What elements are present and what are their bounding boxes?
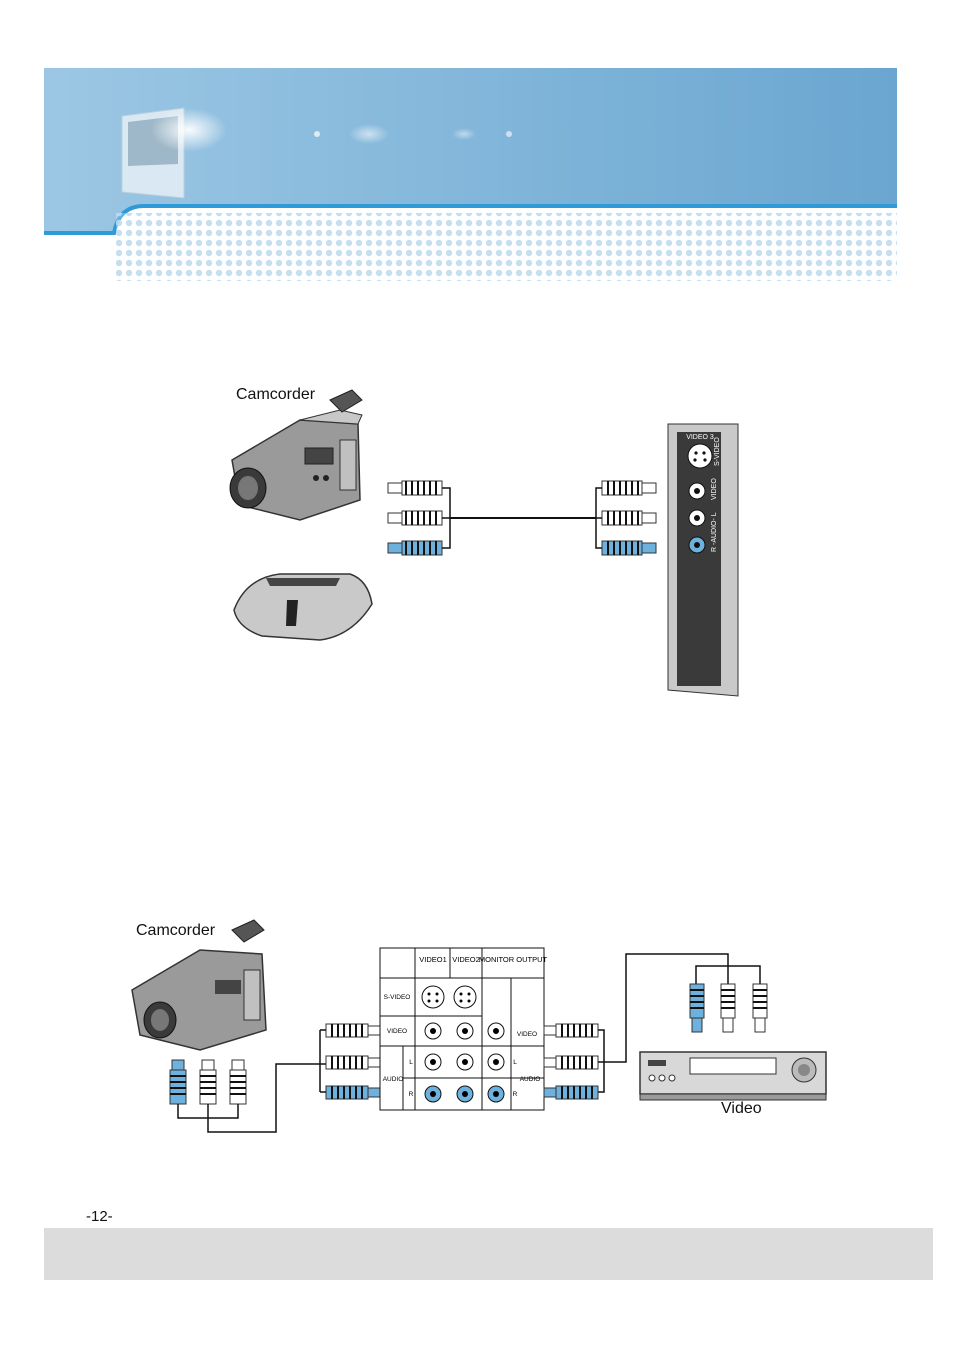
side-av-panel	[667, 423, 739, 697]
mon-audio: AUDIO	[520, 1076, 541, 1083]
panel-audio-label: R -AUDIO- L	[711, 512, 718, 552]
col-monitor-output: MONITOR OUTPUT	[479, 955, 548, 964]
header-banner	[44, 68, 897, 286]
rca-plugs-right	[595, 480, 657, 556]
camcorder-icon	[131, 919, 267, 1051]
col-video2: VIDEO2	[452, 955, 480, 964]
camcorder-label-top: Camcorder	[236, 386, 316, 403]
footer-bar	[44, 1228, 933, 1280]
vcr-label: Video	[721, 1100, 762, 1117]
camcorder-icon	[229, 389, 363, 521]
av-input-panel	[379, 947, 545, 1111]
col-video1: VIDEO1	[419, 955, 447, 964]
page-number: -12-	[86, 1208, 113, 1225]
top-connection-diagram: VIDEO 3 S-VIDEO VIDEO R -AUDIO- L	[229, 389, 739, 697]
rca-plugs-panel-right	[543, 953, 729, 1100]
panel-video-label: VIDEO	[711, 478, 718, 500]
row-r: R	[409, 1091, 414, 1098]
rca-plugs-camcorder	[169, 1059, 320, 1133]
mon-r: R	[513, 1091, 518, 1098]
row-video: VIDEO	[387, 1028, 407, 1035]
vcr-icon	[639, 1051, 827, 1101]
camera-dock-icon	[233, 573, 373, 641]
panel-title: VIDEO 3	[686, 434, 714, 441]
row-svideo: S-VIDEO	[384, 994, 411, 1001]
mon-l: L	[513, 1059, 517, 1066]
rca-plugs-left	[387, 480, 451, 556]
mon-video: VIDEO	[517, 1031, 537, 1038]
rca-plugs-vcr	[689, 965, 768, 1033]
row-audio: AUDIO	[383, 1076, 404, 1083]
bottom-connection-diagram: VIDEO1 VIDEO2 MONITOR OUTPUT S-VIDEO VID…	[131, 919, 827, 1133]
panel-svideo-label: S-VIDEO	[714, 437, 721, 466]
camcorder-label-bottom: Camcorder	[136, 922, 216, 939]
rca-plugs-panel-left	[319, 1023, 381, 1100]
row-l: L	[409, 1059, 413, 1066]
